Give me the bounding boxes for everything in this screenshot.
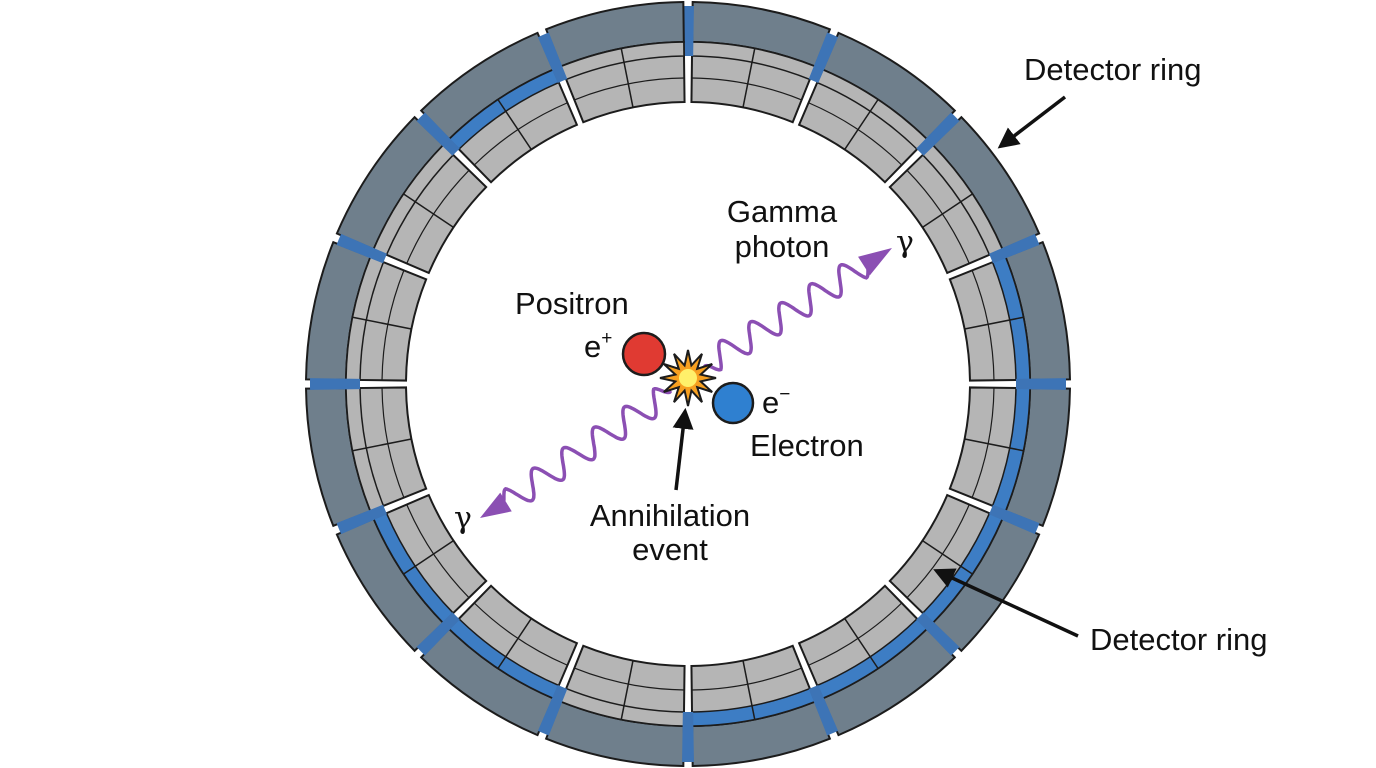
gamma-photon-label-line2: photon xyxy=(735,229,830,264)
gamma-photon-upper-path xyxy=(703,260,872,372)
detector-bottom-pointer-arrow xyxy=(933,568,1079,638)
block-divider xyxy=(352,438,412,452)
gamma-symbol-lower: γ xyxy=(454,501,472,536)
crystal-layer-line xyxy=(406,169,470,264)
block-divider xyxy=(964,316,1024,330)
module-gap-accent xyxy=(416,612,460,656)
detector-module xyxy=(335,115,488,275)
detector-module xyxy=(888,493,1041,653)
detector-ring-label-bottom: Detector ring xyxy=(1090,622,1267,657)
positron-particle xyxy=(621,331,667,377)
photodetector-strip xyxy=(560,41,685,81)
positron-symbol: e+ xyxy=(584,328,612,364)
block-divider xyxy=(964,438,1024,452)
crystal-layer-line xyxy=(381,270,405,381)
block-divider xyxy=(742,660,756,720)
crystal-layer-line xyxy=(574,77,685,101)
block-divider xyxy=(844,99,879,150)
module-gap-accent xyxy=(336,504,387,535)
gamma-photon-lower-path xyxy=(500,387,672,507)
block-divider xyxy=(403,193,454,228)
crystal-layer-line xyxy=(808,102,903,166)
module-gap-accent xyxy=(989,233,1040,264)
detector-module xyxy=(335,493,488,653)
module-gap-accent xyxy=(416,112,460,156)
gamma-symbol-upper: γ xyxy=(896,225,914,260)
module-gap-accent xyxy=(1015,378,1067,390)
detector-module xyxy=(690,644,832,767)
detector-module xyxy=(888,115,1041,275)
annihilation-flash-core xyxy=(679,369,697,387)
crystal-layer-line xyxy=(971,387,995,498)
gamma-photon-upper-arrowhead xyxy=(858,248,892,276)
electron-label: Electron xyxy=(750,428,864,463)
module-gap-accent xyxy=(808,32,839,83)
block-divider xyxy=(497,618,532,669)
block-divider xyxy=(620,48,634,108)
module-gap-accent xyxy=(808,685,839,736)
detector-module xyxy=(305,240,428,382)
block-divider xyxy=(497,99,532,150)
module-gap-accent xyxy=(916,112,960,156)
annihilation-label-line2: event xyxy=(632,532,708,567)
gamma-photon-lower-arrowhead xyxy=(480,492,512,518)
crystal-layer-line xyxy=(691,77,802,101)
crystal-layer-line xyxy=(971,270,995,381)
module-gap-accent xyxy=(336,233,387,264)
block-divider xyxy=(922,193,973,228)
detector-ring-label-top: Detector ring xyxy=(1024,52,1201,87)
electron-symbol: e− xyxy=(762,384,790,420)
detector-module xyxy=(544,1,686,124)
module-gap-accent xyxy=(537,685,568,736)
crystal-layer-line xyxy=(906,504,970,599)
module-gap-accent xyxy=(916,612,960,656)
module-gap-accent xyxy=(682,711,694,762)
electron-particle xyxy=(711,381,755,425)
block-divider xyxy=(620,660,634,720)
detector-module xyxy=(419,31,579,184)
detector-module xyxy=(948,386,1071,528)
annihilation-label-line1: Annihilation xyxy=(590,498,750,533)
block-divider xyxy=(352,316,412,330)
detector-module xyxy=(544,644,686,767)
block-divider xyxy=(403,540,454,575)
module-gap-accent xyxy=(682,5,694,57)
module-gap-accent xyxy=(989,504,1040,535)
crystal-layer-line xyxy=(574,667,685,691)
block-divider xyxy=(742,48,756,108)
detector-module xyxy=(690,1,832,124)
block-divider xyxy=(844,618,879,669)
detector-module xyxy=(419,584,579,737)
detector-module xyxy=(797,31,957,184)
crystal-layer-line xyxy=(381,387,405,498)
crystal-layer-line xyxy=(808,602,903,666)
detector-top-pointer-arrow xyxy=(997,95,1067,149)
annihilation-pointer-arrow xyxy=(672,407,694,491)
crystal-layer-line xyxy=(406,504,470,599)
detector-module xyxy=(797,584,957,737)
crystal-layer-line xyxy=(691,667,802,691)
block-divider xyxy=(922,540,973,575)
crystal-layer-line xyxy=(473,102,568,166)
module-gap-accent xyxy=(310,378,361,390)
positron-label: Positron xyxy=(515,286,629,321)
crystal-layer-line xyxy=(906,169,970,264)
module-gap-accent xyxy=(537,32,568,83)
photodetector-strip xyxy=(560,687,685,727)
detector-ring xyxy=(305,1,1071,767)
detector-module xyxy=(305,386,428,528)
crystal-layer-line xyxy=(473,602,568,666)
gamma-photon-label-line1: Gamma xyxy=(727,194,838,229)
